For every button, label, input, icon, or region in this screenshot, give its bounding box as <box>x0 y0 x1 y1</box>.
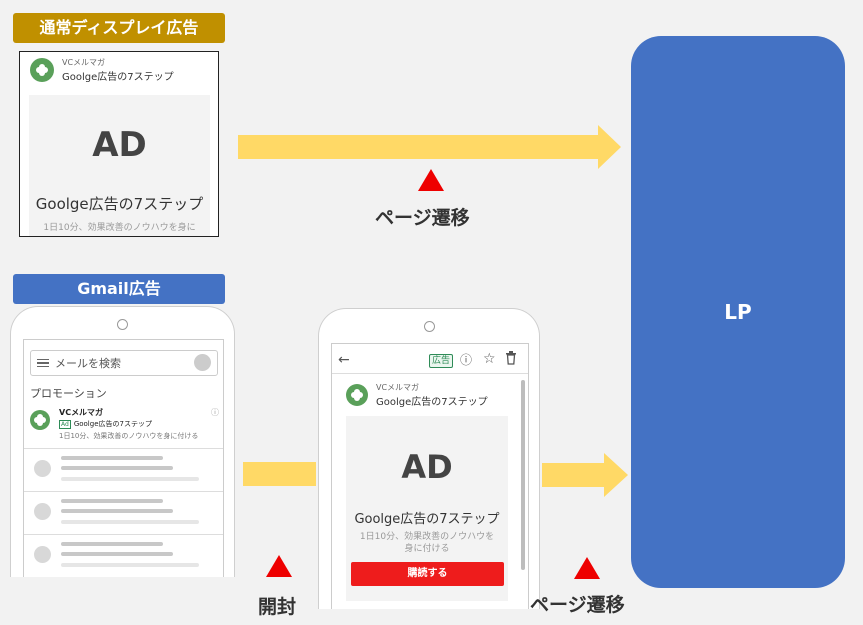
phone-speaker <box>424 321 435 332</box>
placeholder-line <box>61 509 173 513</box>
landing-page-box: LP <box>631 36 845 588</box>
opened-mail-screen: ← 広告 ⓘ ☆ VCメルマガ Goolge広告の7ステップ AD Goolge… <box>331 343 529 609</box>
account-avatar-icon[interactable] <box>194 354 211 371</box>
gmail-search-bar[interactable]: メールを検索 <box>30 350 218 376</box>
back-arrow-icon[interactable]: ← <box>338 352 350 368</box>
display-ad-sender: VCメルマガ <box>62 58 106 67</box>
opened-mail-phone: ← 広告 ⓘ ☆ VCメルマガ Goolge広告の7ステップ AD Goolge… <box>318 308 540 609</box>
gmail-search-placeholder: メールを検索 <box>55 357 121 370</box>
placeholder-avatar <box>34 546 51 563</box>
open-arrow <box>243 462 316 486</box>
display-ad-card: VCメルマガ Goolge広告の7ステップ AD Goolge広告の7ステップ … <box>19 51 219 237</box>
scrollbar[interactable] <box>521 380 525 570</box>
placeholder-mail-row[interactable] <box>24 534 223 577</box>
info-icon[interactable]: ⓘ <box>211 408 219 417</box>
display-ad-ad-text: AD <box>92 125 147 165</box>
top-warning-marker-icon <box>418 169 444 191</box>
open-caption: 開封 <box>258 596 297 618</box>
bottom-warning-marker-icon <box>574 557 600 579</box>
trash-icon[interactable] <box>505 351 517 368</box>
clover-logo-icon <box>30 410 50 430</box>
phone-speaker <box>117 319 128 330</box>
display-ad-tag: 通常ディスプレイ広告 <box>13 13 225 43</box>
display-ad-desc: 1日10分、効果改善のノウハウを身に <box>43 223 196 233</box>
placeholder-mail-row[interactable] <box>24 448 223 492</box>
placeholder-line <box>61 466 173 470</box>
bottom-transition-caption: ページ遷移 <box>530 594 625 616</box>
gmail-ad-snippet: 1日10分、効果改善のノウハウを身に付ける <box>59 432 199 440</box>
clover-logo-icon <box>30 58 54 82</box>
placeholder-line <box>61 499 163 503</box>
placeholder-line <box>61 456 163 460</box>
placeholder-line <box>61 477 199 481</box>
opened-mail-ad-desc: 1日10分、効果改善のノウハウを身に付ける <box>359 532 495 554</box>
opened-mail-sender: VCメルマガ <box>376 383 420 392</box>
placeholder-line <box>61 520 199 524</box>
clover-logo-icon <box>346 384 368 406</box>
placeholder-line <box>61 563 199 567</box>
placeholder-line <box>61 552 173 556</box>
gmail-ad-subject: Goolge広告の7ステップ <box>73 420 152 428</box>
open-warning-marker-icon <box>266 555 292 577</box>
placeholder-line <box>61 542 163 546</box>
placeholder-mail-row[interactable] <box>24 491 223 535</box>
placeholder-avatar <box>34 503 51 520</box>
bottom-transition-arrow <box>542 453 628 497</box>
opened-mail-ad-text: AD <box>401 448 453 486</box>
opened-mail-ad-badge: 広告 <box>429 354 454 368</box>
menu-icon[interactable] <box>37 357 49 370</box>
opened-mail-sender-row: VCメルマガ Goolge広告の7ステップ <box>346 382 488 408</box>
star-icon[interactable]: ☆ <box>483 351 496 367</box>
promotions-category-label: プロモーション <box>30 387 107 400</box>
toolbar-divider <box>332 373 528 374</box>
display-ad-sender-row: VCメルマガ Goolge広告の7ステップ <box>30 57 174 83</box>
display-ad-title: Goolge広告の7ステップ <box>35 195 204 213</box>
display-ad-subject: Goolge広告の7ステップ <box>62 72 174 83</box>
gmail-ad-tag: Gmail広告 <box>13 274 225 304</box>
landing-page-label: LP <box>724 300 752 324</box>
opened-mail-subject: Goolge広告の7ステップ <box>376 397 488 408</box>
opened-mail-ad-title: Goolge広告の7ステップ <box>354 512 500 527</box>
subscribe-button[interactable]: 購読する <box>351 562 504 586</box>
placeholder-avatar <box>34 460 51 477</box>
gmail-ad-badge: Ad <box>59 419 71 429</box>
gmail-ad-sender: VCメルマガ <box>59 408 104 417</box>
info-icon[interactable]: ⓘ <box>460 353 473 367</box>
top-transition-caption: ページ遷移 <box>375 207 470 229</box>
display-ad-banner[interactable]: AD Goolge広告の7ステップ 1日10分、効果改善のノウハウを身に <box>29 95 210 236</box>
top-transition-arrow <box>238 125 621 169</box>
